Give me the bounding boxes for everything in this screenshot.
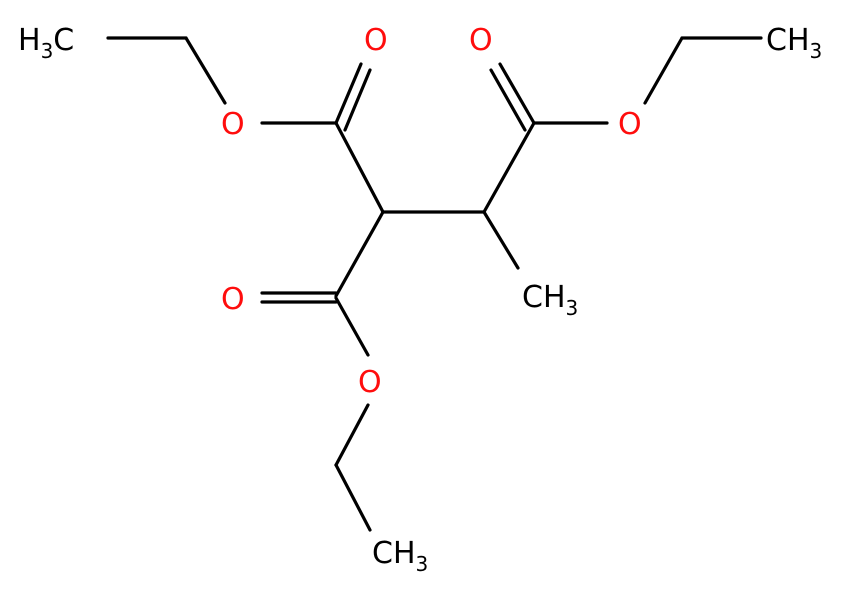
bond-ch-methyl: [482, 210, 520, 270]
oxygen-ester-bottom: O: [358, 365, 382, 400]
oxygen-carbonyl-left: O: [364, 23, 388, 58]
bond-ch2-ch3-bottom: [334, 463, 372, 532]
ch3-top-left-label: H3C: [18, 23, 74, 63]
bond-c-o-double-left-b: [343, 68, 372, 132]
oxygen-ester-right: O: [618, 107, 642, 142]
bonds: [106, 36, 763, 532]
bond-c-o-double-left-a: [334, 62, 363, 125]
bond-c-ch-right: [482, 121, 536, 214]
ch3-top-right-label: CH3: [766, 23, 822, 63]
oxygen-carbonyl-bottom: O: [221, 282, 245, 317]
ch3-methyl-label: CH3: [522, 280, 578, 320]
oxygen-ester-left: O: [221, 107, 245, 142]
bond-o-ch2-bottom: [334, 403, 370, 467]
bond-ch2-o-left: [184, 36, 227, 105]
bond-ch-c-bottom: [334, 210, 385, 298]
bond-c-o-bottom: [334, 296, 370, 357]
bond-c-o-double-right-b: [489, 68, 527, 132]
bond-ch2-o-right: [643, 36, 684, 105]
ch3-bottom-label: CH3: [372, 536, 428, 576]
bond-c-ch-left: [334, 121, 385, 214]
oxygen-carbonyl-right: O: [469, 23, 493, 58]
atom-labels: H3C O O O O CH3 CH3 O O CH3: [18, 23, 822, 576]
bond-c-o-double-right-a: [498, 62, 536, 125]
